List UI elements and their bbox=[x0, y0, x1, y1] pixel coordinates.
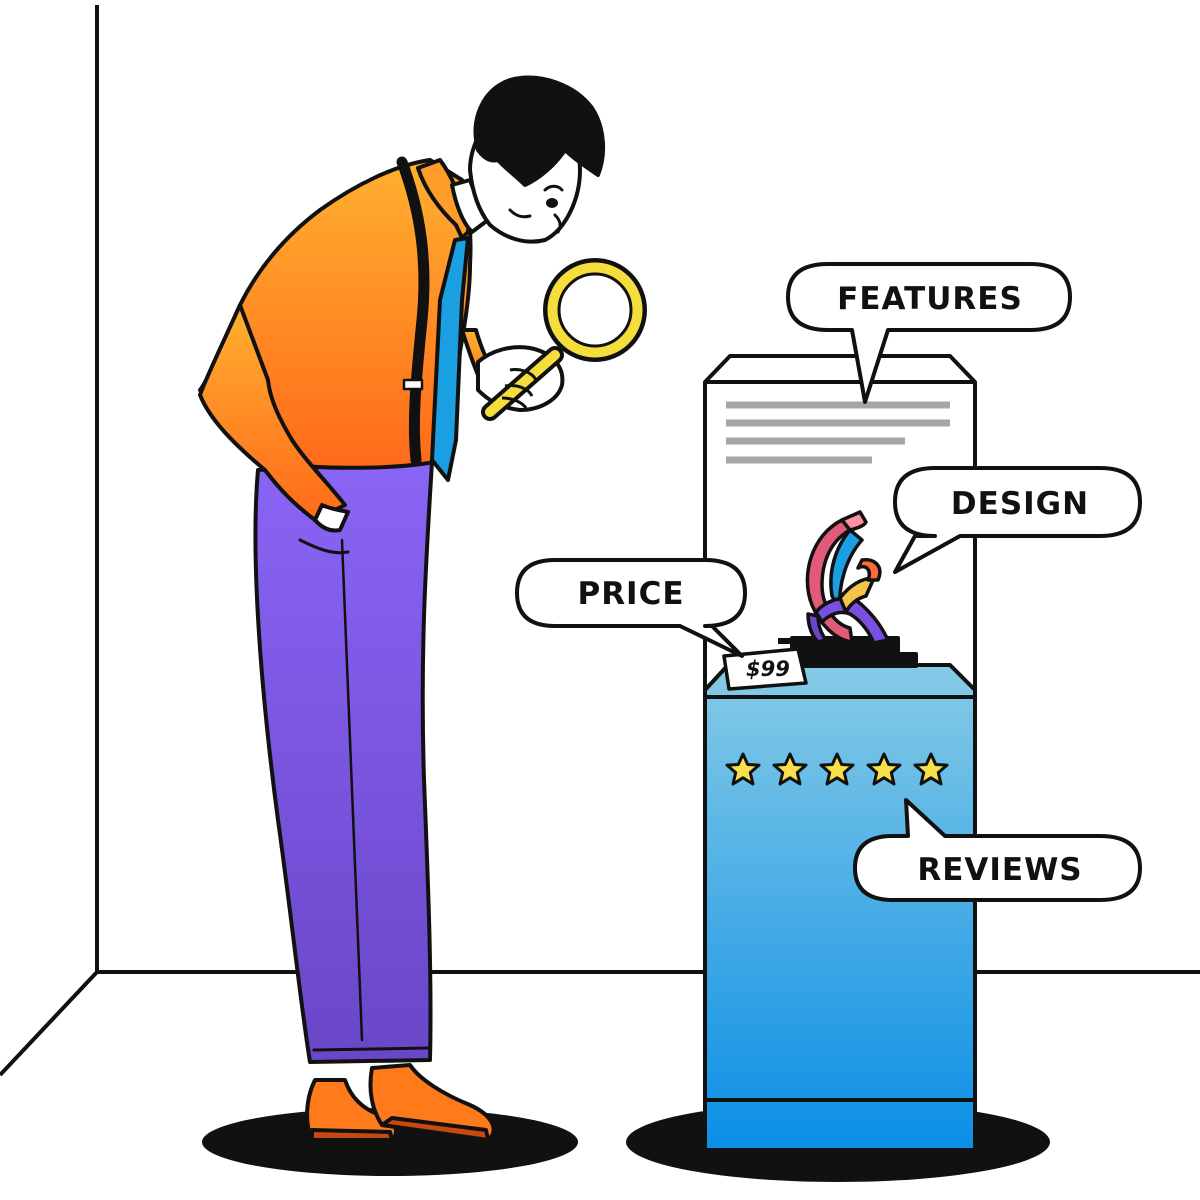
display-pedestal bbox=[703, 354, 977, 1152]
bubble-reviews: REVIEWS bbox=[853, 798, 1142, 902]
price-tag-text: $99 bbox=[746, 657, 790, 681]
bubble-design: DESIGN bbox=[893, 466, 1142, 574]
bubble-reviews-text: REVIEWS bbox=[917, 852, 1082, 888]
feature-text-lines bbox=[726, 401, 950, 464]
magnifying-glass-icon bbox=[481, 258, 647, 421]
bubble-price: PRICE bbox=[515, 558, 747, 658]
bubble-price-text: PRICE bbox=[577, 576, 684, 612]
suspender bbox=[396, 156, 430, 466]
pedestal-base bbox=[703, 663, 977, 1152]
hair bbox=[473, 75, 606, 187]
left-arm bbox=[198, 303, 347, 522]
pants bbox=[253, 460, 434, 1064]
bubble-design-text: DESIGN bbox=[951, 486, 1089, 522]
bubble-features: FEATURES bbox=[786, 262, 1072, 404]
sculpture-icon bbox=[805, 510, 890, 645]
price-tag: $99 bbox=[722, 647, 808, 691]
bubble-features-text: FEATURES bbox=[837, 281, 1023, 317]
tie bbox=[430, 236, 470, 482]
room-walls bbox=[0, 5, 1200, 1077]
